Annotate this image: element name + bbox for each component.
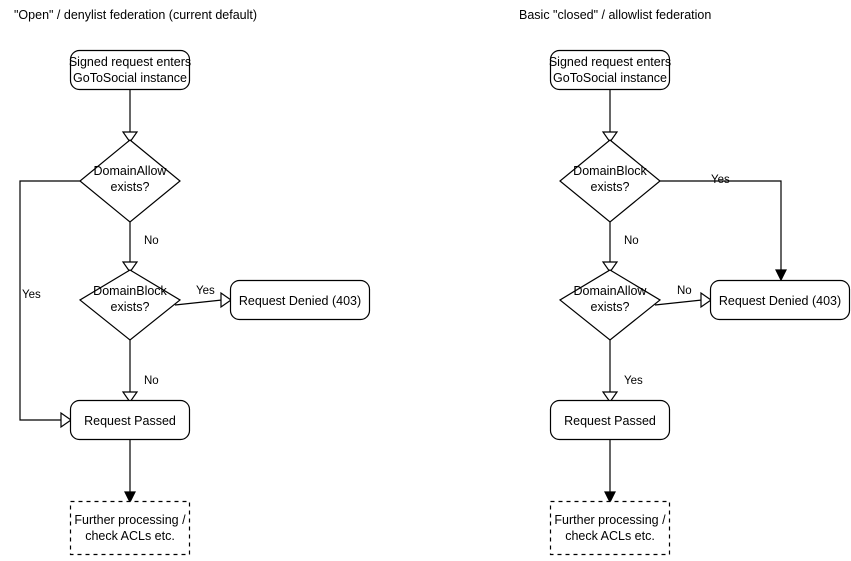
node-request-passed-left: Request Passed: [69, 399, 191, 441]
arrowhead-decision2-yes: [220, 291, 233, 309]
request-passed-label: Request Passed: [564, 414, 656, 428]
arrowhead-entry-to-decision1: [121, 131, 139, 144]
arrowhead-decision2-no: [121, 391, 139, 404]
edge-decision2-no: [654, 299, 703, 306]
further-processing-line1: Further processing /: [554, 513, 666, 527]
decision1-line1: DomainBlock: [573, 164, 647, 178]
entry-box-line1: Signed request enters: [549, 55, 671, 69]
arrowhead-decision1-yes: [60, 411, 73, 429]
edge-label-decision2-no: No: [144, 375, 159, 387]
request-denied-box-shape: [709, 279, 851, 321]
node-decision-domainallow-right: DomainAllow exists?: [558, 269, 662, 341]
node-request-denied-right: Request Denied (403): [709, 279, 851, 321]
node-request-passed-right: Request Passed: [549, 399, 671, 441]
arrowhead-decision1-no: [601, 261, 619, 274]
decision1-line1: DomainAllow: [94, 164, 168, 178]
node-entry-left: Signed request enters GoToSocial instanc…: [69, 49, 191, 91]
entry-box-line1: Signed request enters: [69, 55, 191, 69]
edge-label-decision1-no: No: [624, 235, 639, 247]
arrowhead-decision2-no: [700, 291, 713, 309]
diagram-open-denylist: "Open" / denylist federation (current de…: [14, 8, 371, 556]
edge-decision1-yes: [19, 180, 80, 421]
arrowhead-decision1-no: [121, 261, 139, 274]
node-further-processing-right: Further processing / check ACLs etc.: [549, 500, 671, 556]
node-decision-domainblock-left: DomainBlock exists?: [78, 269, 182, 341]
node-request-denied-left: Request Denied (403): [229, 279, 371, 321]
decision1-line2: exists?: [591, 180, 630, 194]
node-decision-domainallow-left: DomainAllow exists?: [79, 139, 181, 223]
edge-label-decision2-yes: Yes: [196, 285, 215, 297]
further-processing-line2: check ACLs etc.: [565, 529, 655, 543]
request-denied-box-shape: [229, 279, 371, 321]
request-passed-label: Request Passed: [84, 414, 176, 428]
further-processing-line1: Further processing /: [74, 513, 186, 527]
arrowhead-decision2-yes: [601, 391, 619, 404]
decision2-line2: exists?: [111, 300, 150, 314]
decision2-line1: DomainAllow: [574, 284, 648, 298]
node-further-processing-left: Further processing / check ACLs etc.: [69, 500, 191, 556]
decision2-line2: exists?: [591, 300, 630, 314]
edge-decision2-yes: [174, 299, 223, 306]
entry-box-line2: GoToSocial instance: [553, 71, 667, 85]
node-decision-domainblock-right: DomainBlock exists?: [559, 139, 661, 223]
edge-label-decision1-yes: Yes: [22, 289, 41, 301]
edge-label-decision1-yes: Yes: [711, 174, 730, 186]
request-denied-label: Request Denied (403): [719, 294, 841, 308]
arrowhead-entry-to-decision1: [601, 131, 619, 144]
arrowhead-passed-to-further: [124, 491, 136, 504]
further-processing-line2: check ACLs etc.: [85, 529, 175, 543]
arrowhead-decision1-yes: [775, 269, 787, 282]
decision2-line1: DomainBlock: [93, 284, 167, 298]
further-processing-box-shape: [549, 500, 671, 556]
entry-box-line2: GoToSocial instance: [73, 71, 187, 85]
node-entry-right: Signed request enters GoToSocial instanc…: [549, 49, 671, 91]
diagram-title-closed-allowlist: Basic "closed" / allowlist federation: [519, 8, 711, 22]
request-denied-label: Request Denied (403): [239, 294, 361, 308]
edge-label-decision2-no: No: [677, 285, 692, 297]
further-processing-box-shape: [69, 500, 191, 556]
edge-label-decision2-yes: Yes: [624, 375, 643, 387]
decision1-line2: exists?: [111, 180, 150, 194]
diagram-title-open-denylist: "Open" / denylist federation (current de…: [14, 8, 257, 22]
edge-decision1-yes: [660, 180, 782, 275]
edge-label-decision1-no: No: [144, 235, 159, 247]
arrowhead-passed-to-further: [604, 491, 616, 504]
diagram-closed-allowlist: Basic "closed" / allowlist federation Si…: [519, 8, 851, 556]
